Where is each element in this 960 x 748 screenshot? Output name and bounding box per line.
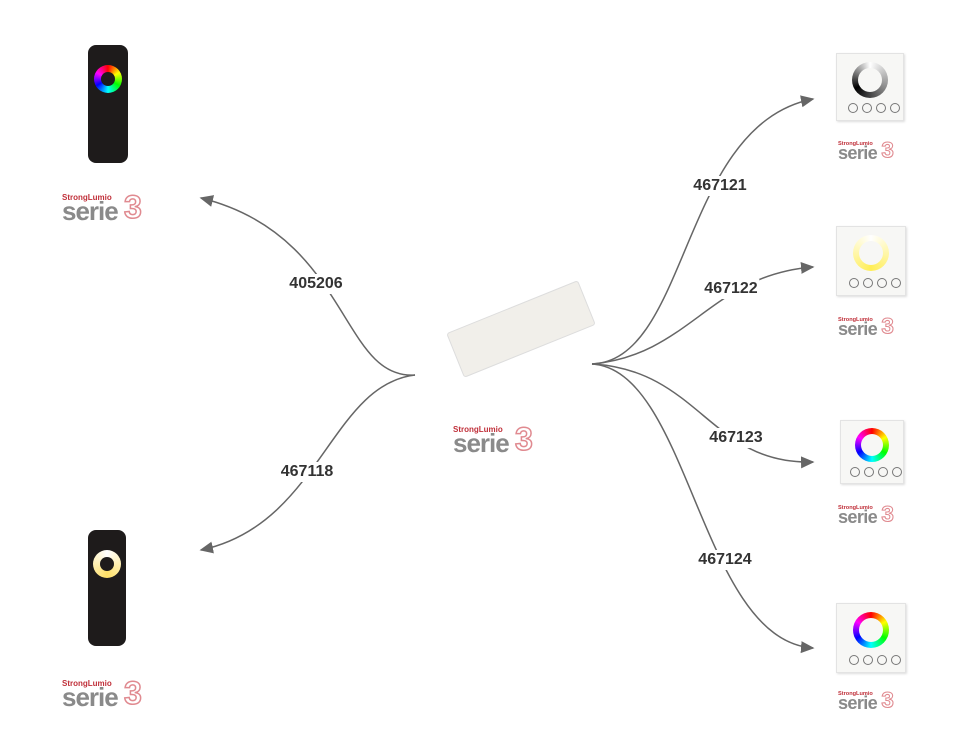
link-label: 467118: [278, 462, 336, 482]
dim-panel-image: [836, 53, 904, 121]
link-label: 467124: [696, 550, 754, 570]
link-label: 405206: [287, 274, 345, 294]
arrow-467123: [591, 363, 815, 469]
rgb-panel-image: [840, 420, 904, 484]
link-label: 467121: [691, 176, 749, 196]
rgbw-panel-image: [836, 603, 906, 673]
arrow-467122: [591, 261, 815, 365]
cct-remote-image: [88, 530, 126, 646]
rgb-remote-image: [88, 45, 128, 163]
arrow-467118: [199, 374, 416, 554]
arrow-405206: [199, 195, 416, 376]
cct-panel-image: [836, 226, 906, 296]
arrow-467124: [591, 363, 815, 654]
link-label: 467123: [707, 428, 765, 448]
link-label: 467122: [702, 279, 760, 299]
arrow-467121: [591, 95, 815, 365]
